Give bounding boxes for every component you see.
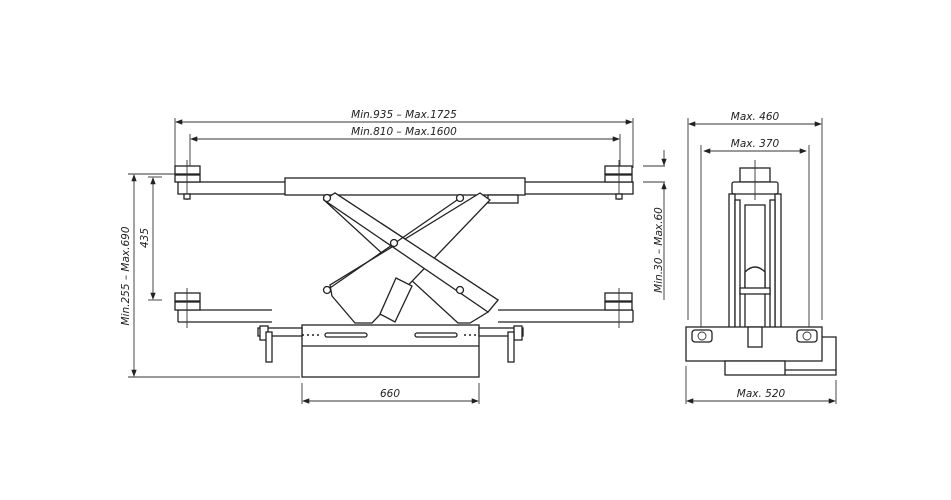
side-base — [685, 326, 837, 376]
side-column — [728, 160, 782, 329]
side-outer-width-dimension: Max. 460 — [687, 111, 823, 320]
side-base-width-dimension: Max. 520 — [685, 366, 837, 404]
side-base-width-label: Max. 520 — [737, 388, 786, 400]
side-inner-width-dimension: Max. 370 — [700, 138, 810, 332]
inner-width-label: Min.810 – Max.1600 — [351, 126, 457, 138]
side-outer-width-label: Max. 460 — [731, 111, 780, 123]
pad-height-dimension: 435 — [139, 176, 162, 301]
inner-width-dimension: Min.810 – Max.1600 — [189, 126, 621, 166]
lower-arms — [174, 288, 634, 328]
pad-height-label: 435 — [139, 228, 151, 248]
total-height-label: Min.255 – Max.690 — [120, 226, 132, 325]
base-width-dimension: 660 — [301, 383, 480, 404]
adapter-height-dimension: Min.30 – Max.60 — [643, 150, 667, 300]
side-view: Max. 460 Max. 370 — [685, 111, 837, 404]
scissor-mechanism — [322, 192, 499, 324]
adapter-height-label: Min.30 – Max.60 — [653, 207, 665, 293]
base-width-label: 660 — [380, 388, 400, 400]
upper-arms — [174, 160, 634, 204]
side-inner-width-label: Max. 370 — [731, 138, 780, 150]
outer-width-dimension: Min.935 – Max.1725 — [174, 109, 634, 168]
total-height-dimension: Min.255 – Max.690 — [120, 173, 300, 378]
front-view: Min.935 – Max.1725 Min.810 – Max.1600 — [120, 109, 667, 404]
outer-width-label: Min.935 – Max.1725 — [351, 109, 457, 121]
base-unit — [257, 324, 524, 378]
